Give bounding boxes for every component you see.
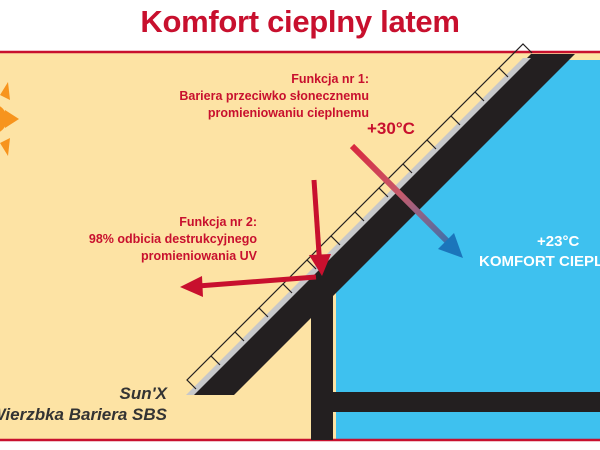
function2-heading: Funkcja nr 2:	[179, 215, 257, 229]
floor-beam	[333, 392, 600, 412]
sbs-layer	[186, 58, 531, 395]
function2-line2: 98% odbicia destrukcyjnego	[88, 232, 257, 246]
outside-temperature: +30°C	[367, 119, 415, 138]
function1-line3: promieniowaniu cieplnemu	[207, 106, 369, 120]
function2-label: Funkcja nr 2: 98% odbicia destrukcyjnego…	[60, 214, 257, 265]
function1-line2: Bariera przeciwko słonecznemu	[179, 89, 369, 103]
uv-reflection-arrow	[180, 179, 331, 297]
sun-icon	[0, 82, 19, 156]
inside-comfort-label: KOMFORT CIEPLNY	[479, 253, 600, 270]
inside-zone	[336, 60, 600, 440]
page-title: Komfort cieplny latem	[140, 4, 460, 39]
function1-heading: Funkcja nr 1:	[291, 72, 369, 86]
function1-label: Funkcja nr 1: Bariera przeciwko słoneczn…	[150, 71, 369, 122]
product-name: Sun'X	[119, 384, 168, 403]
roof-tiles	[186, 43, 533, 390]
function2-line3: promieniowania UV	[141, 249, 257, 263]
roof-tile-row	[186, 43, 533, 390]
inside-temperature: +23°C	[537, 233, 580, 250]
heat-barrier-arrow	[349, 143, 463, 258]
product-subname: Wierzbka Bariera SBS	[0, 405, 167, 424]
interior-wall	[311, 290, 333, 440]
roof-slab	[190, 54, 575, 395]
